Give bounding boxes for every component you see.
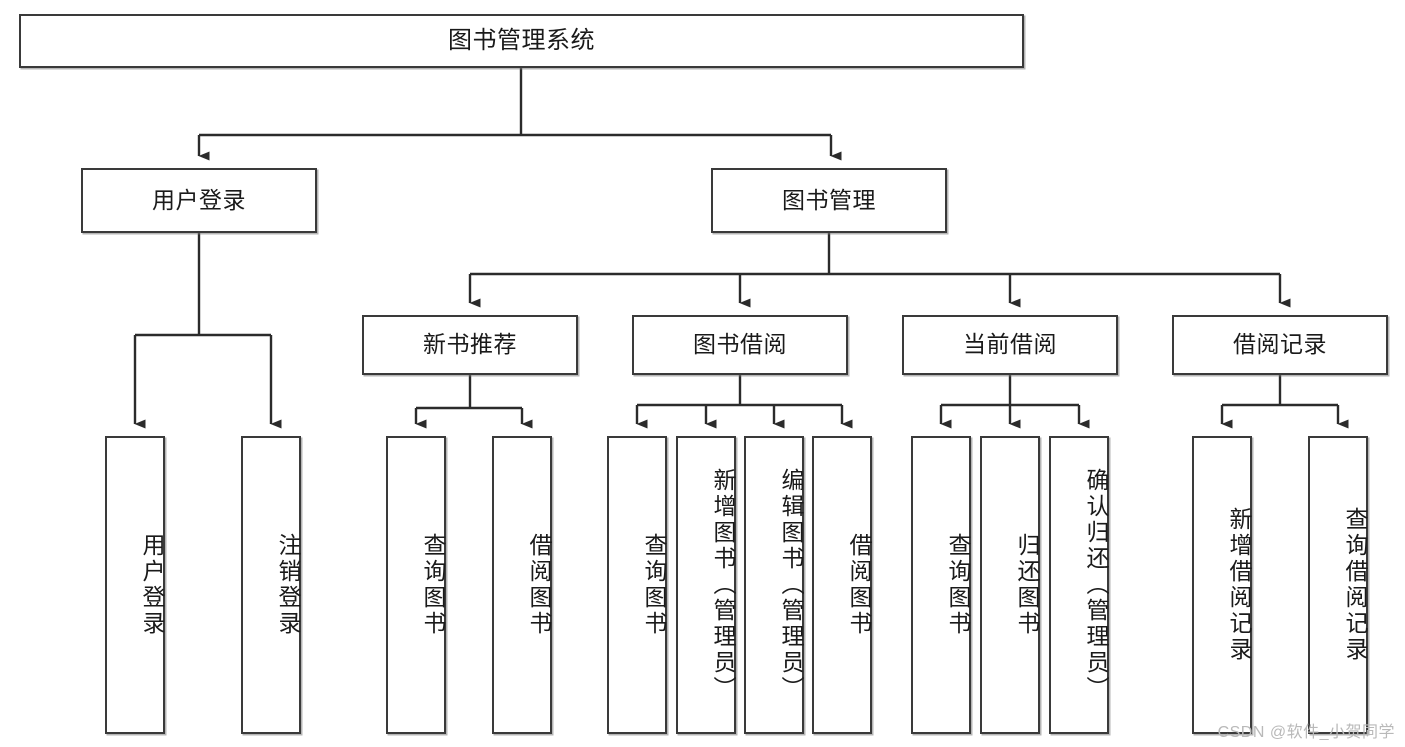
node-label: 图书管理系统: [448, 26, 595, 54]
node-label: 查询图书: [945, 533, 971, 637]
leaf-borrow-edit-book-admin[interactable]: 编辑图书（管理员）: [744, 436, 804, 734]
node-label: 查询借阅记录: [1342, 507, 1368, 663]
node-label: 查询图书: [641, 533, 667, 637]
node-root-book-management-system[interactable]: 图书管理系统: [19, 14, 1024, 68]
node-label: 借阅记录: [1233, 331, 1327, 358]
node-label: 编辑图书（管理员）: [778, 468, 804, 702]
node-borrow-record[interactable]: 借阅记录: [1172, 315, 1388, 375]
leaf-current-confirm-return-admin[interactable]: 确认归还（管理员）: [1049, 436, 1109, 734]
leaf-borrow-query-book[interactable]: 查询图书: [607, 436, 667, 734]
node-new-book-recommend[interactable]: 新书推荐: [362, 315, 578, 375]
node-book-management[interactable]: 图书管理: [711, 168, 947, 233]
node-label: 新书推荐: [423, 331, 517, 358]
node-label: 新增图书（管理员）: [710, 468, 736, 702]
node-label: 注销登录: [275, 533, 301, 637]
node-label: 确认归还（管理员）: [1083, 468, 1109, 702]
node-user-login[interactable]: 用户登录: [81, 168, 317, 233]
node-label: 归还图书: [1014, 533, 1040, 637]
leaf-newbook-query-book[interactable]: 查询图书: [386, 436, 446, 734]
node-label: 借阅图书: [846, 533, 872, 637]
node-label: 图书管理: [782, 186, 876, 213]
leaf-record-add-borrow-record[interactable]: 新增借阅记录: [1192, 436, 1252, 734]
csdn-watermark: CSDN @软件_小贺同学: [1217, 724, 1395, 741]
node-label: 借阅图书: [526, 533, 552, 637]
leaf-newbook-borrow-book[interactable]: 借阅图书: [492, 436, 552, 734]
leaf-current-query-book[interactable]: 查询图书: [911, 436, 971, 734]
leaf-logout[interactable]: 注销登录: [241, 436, 301, 734]
leaf-record-query-borrow-record[interactable]: 查询借阅记录: [1308, 436, 1368, 734]
leaf-borrow-add-book-admin[interactable]: 新增图书（管理员）: [676, 436, 736, 734]
node-current-borrow[interactable]: 当前借阅: [902, 315, 1118, 375]
leaf-borrow-borrow-book[interactable]: 借阅图书: [812, 436, 872, 734]
leaf-current-return-book[interactable]: 归还图书: [980, 436, 1040, 734]
node-label: 图书借阅: [693, 331, 787, 358]
node-label: 用户登录: [152, 186, 246, 213]
node-label: 用户登录: [139, 533, 165, 637]
node-book-borrow[interactable]: 图书借阅: [632, 315, 848, 375]
node-label: 当前借阅: [963, 331, 1057, 358]
node-label: 查询图书: [420, 533, 446, 637]
node-label: 新增借阅记录: [1226, 507, 1252, 663]
leaf-user-login[interactable]: 用户登录: [105, 436, 165, 734]
